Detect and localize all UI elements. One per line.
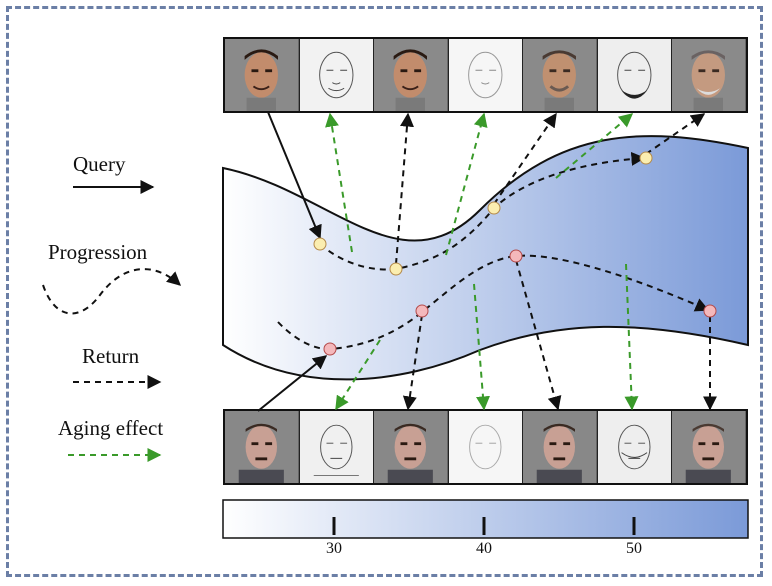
node-upper-2: [389, 262, 403, 276]
node-lower-3: [509, 249, 523, 263]
aging-arrow-bottom-2: [473, 283, 490, 411]
return-arrow-top-2: [493, 112, 557, 205]
face-bottom-4: [671, 411, 746, 483]
legend-progression-label: Progression: [48, 240, 148, 264]
aging-arrow-top-2: [445, 112, 488, 256]
sketch-1: [298, 39, 374, 111]
query-arrow-top: [267, 111, 322, 240]
aging-arrow-bottom-1: [335, 339, 381, 411]
sketch-bottom-1: [298, 411, 374, 483]
legend-progression-curve: [42, 268, 182, 315]
aging-arrow-top-1: [325, 112, 353, 253]
sketch-bottom-2: [447, 411, 523, 483]
face-bottom-1: [225, 411, 299, 483]
face-old: [671, 39, 746, 111]
node-lower-1: [323, 342, 337, 356]
face-young-2: [373, 39, 448, 111]
return-arrow-top-3: [645, 113, 706, 155]
aging-arrow-bottom-3: [624, 263, 639, 411]
dashed-frame: [6, 6, 763, 577]
node-upper-3: [487, 201, 501, 215]
return-arrow-top-1: [395, 112, 414, 265]
colorbar-tick-label-40: 40: [476, 540, 492, 557]
sketch-3: [596, 39, 672, 111]
aging-arrow-top-3: [555, 113, 634, 179]
sketch-2: [447, 39, 523, 111]
query-arrow-bottom: [257, 355, 328, 412]
face-young-1: [225, 39, 299, 111]
face-older-1: [522, 39, 597, 111]
progression-path-upper: [319, 151, 646, 271]
node-upper-1: [313, 237, 327, 251]
legend-query-label: Query: [73, 152, 126, 176]
colorbar-tick-label-30: 30: [326, 540, 342, 557]
legend-return-label: Return: [82, 344, 140, 368]
bottom-image-strip: [223, 409, 748, 485]
sketch-bottom-3: [596, 411, 672, 483]
top-image-strip: [223, 37, 748, 113]
legend-aging-effect-label: Aging effect: [58, 416, 164, 440]
node-lower-4: [703, 304, 717, 318]
return-arrow-bottom-1: [402, 314, 423, 411]
face-bottom-2: [373, 411, 448, 483]
face-bottom-3: [522, 411, 597, 483]
return-arrow-bottom-2: [515, 259, 562, 411]
node-lower-2: [415, 304, 429, 318]
node-upper-4: [639, 151, 653, 165]
colorbar-tick-label-50: 50: [626, 540, 642, 557]
age-manifold: [222, 135, 749, 381]
